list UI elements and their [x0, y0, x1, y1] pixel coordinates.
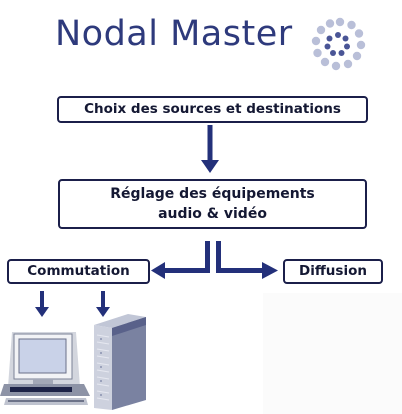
commutation-box: Commutation	[7, 259, 150, 284]
step-equipment-settings-box: Réglage des équipements audio & vidéo	[58, 179, 367, 229]
step-sources-destinations-label: Choix des sources et destinations	[84, 101, 341, 117]
step-equipment-settings-line2: audio & vidéo	[158, 206, 267, 222]
dotted-ring-logo-icon	[311, 17, 366, 71]
diffusion-box: Diffusion	[283, 259, 383, 284]
split-arrow-icon	[151, 241, 278, 279]
commutation-label: Commutation	[27, 263, 130, 279]
step-sources-destinations-box: Choix des sources et destinations	[57, 96, 368, 123]
diffusion-label: Diffusion	[299, 263, 367, 279]
server-rack-icon	[94, 314, 146, 410]
step-equipment-settings-line1: Réglage des équipements	[110, 186, 315, 202]
workstation-icon	[0, 332, 90, 405]
down-arrow-small-left-icon	[35, 291, 49, 317]
down-arrow-icon	[201, 125, 219, 173]
page-title: Nodal Master	[55, 14, 293, 54]
blank-panel	[263, 293, 402, 414]
down-arrow-small-right-icon	[96, 291, 110, 317]
